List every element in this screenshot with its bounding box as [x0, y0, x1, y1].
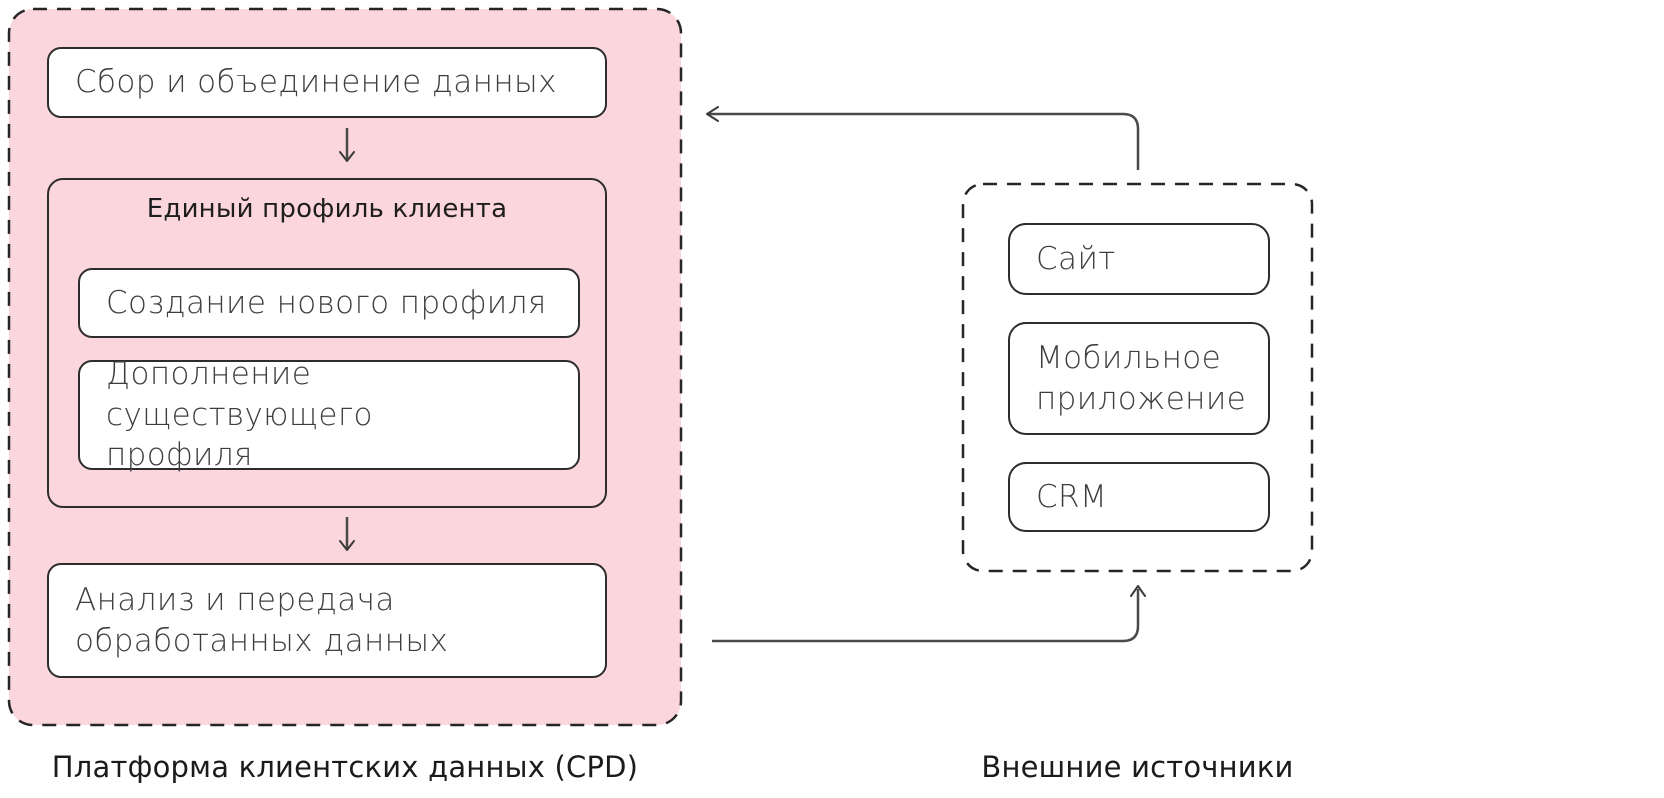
analyze-data-label: Анализ и передача обработанных данных — [75, 581, 449, 659]
arrow-down-icon — [339, 540, 355, 551]
arrow-up-icon — [1130, 585, 1146, 597]
source-mobile-label: Мобильное приложение — [1036, 339, 1247, 417]
source-crm-label: CRM — [1036, 478, 1108, 515]
source-site-label: Сайт — [1036, 240, 1116, 277]
source-mobile-box: Мобильное приложение — [1008, 322, 1270, 435]
analyze-data-box: Анализ и передача обработанных данных — [47, 563, 607, 678]
unified-profile-title: Единый профиль клиента — [146, 194, 508, 224]
arrow-down-icon — [339, 151, 355, 162]
collect-data-box: Сбор и объединение данных — [47, 47, 607, 118]
arrow-left-icon — [706, 106, 719, 122]
source-site-box: Сайт — [1008, 223, 1270, 295]
platform-caption: Платформа клиентских данных (CPD) — [51, 750, 639, 784]
unified-profile-group: Единый профиль клиента Создание нового п… — [47, 178, 607, 508]
update-profile-box: Дополнение существующего профиля — [78, 356, 580, 473]
collect-data-label: Сбор и объединение данных — [75, 64, 557, 101]
source-crm-box: CRM — [1008, 462, 1270, 532]
connector-sources-to-collect — [708, 112, 1140, 170]
update-profile-label: Дополнение существующего профиля — [106, 355, 373, 474]
create-profile-box: Создание нового профиля — [78, 268, 580, 338]
create-profile-label: Создание нового профиля — [106, 284, 547, 321]
sources-caption: Внешние источники — [981, 750, 1294, 784]
connector-analyze-to-sources — [712, 589, 1140, 643]
